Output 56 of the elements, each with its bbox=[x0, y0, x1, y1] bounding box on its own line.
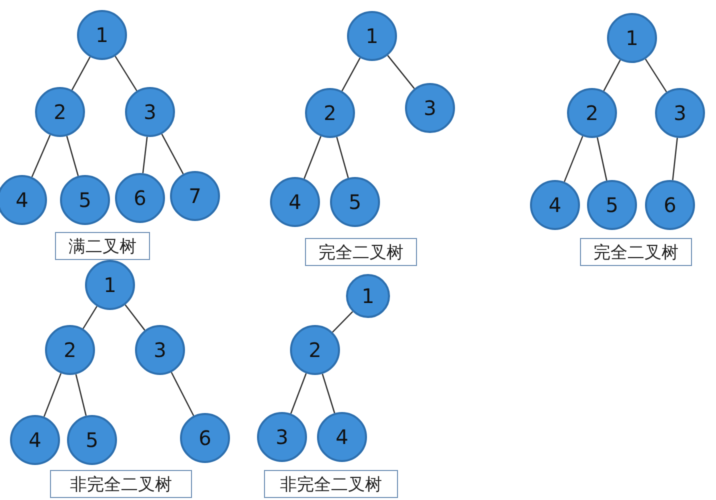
tree-node-circle: 4 bbox=[10, 415, 60, 465]
tree-edge bbox=[387, 55, 415, 89]
tree-edge bbox=[142, 136, 148, 174]
tree-node-circle: 2 bbox=[45, 325, 95, 375]
tree-edge bbox=[564, 136, 584, 182]
tree-node-circle: 3 bbox=[125, 87, 175, 137]
tree-node-circle: 3 bbox=[655, 88, 705, 138]
tree-caption: 非完全二叉树 bbox=[50, 470, 192, 498]
tree-node-circle: 2 bbox=[35, 87, 85, 137]
tree-edge bbox=[644, 58, 668, 92]
tree-edge bbox=[304, 136, 322, 179]
tree-caption: 完全二叉树 bbox=[580, 238, 692, 266]
tree-node-circle: 6 bbox=[645, 180, 695, 230]
tree-node-circle: 1 bbox=[346, 274, 390, 318]
tree-node-circle: 4 bbox=[270, 177, 320, 227]
tree-node-circle: 6 bbox=[180, 413, 230, 463]
tree-edge bbox=[170, 372, 194, 416]
tree-node-circle: 4 bbox=[530, 180, 580, 230]
tree-node-circle: 1 bbox=[607, 13, 657, 63]
tree-edge bbox=[336, 136, 349, 178]
tree-edge bbox=[43, 373, 62, 417]
tree-caption: 完全二叉树 bbox=[305, 238, 417, 266]
tree-edge bbox=[161, 134, 184, 174]
tree-node-circle: 5 bbox=[330, 177, 380, 227]
tree-edge bbox=[332, 311, 354, 333]
tree-edge bbox=[290, 373, 307, 414]
tree-node-circle: 1 bbox=[85, 260, 135, 310]
tree-node-circle: 5 bbox=[67, 415, 117, 465]
tree-node-circle: 2 bbox=[290, 325, 340, 375]
tree-node-circle: 2 bbox=[305, 88, 355, 138]
tree-edge bbox=[603, 60, 621, 92]
tree-edge bbox=[66, 136, 79, 176]
tree-node-circle: 1 bbox=[77, 10, 127, 60]
tree-node-circle: 3 bbox=[405, 83, 455, 133]
tree-edge bbox=[114, 56, 138, 92]
tree-node-circle: 2 bbox=[567, 88, 617, 138]
tree-node-circle: 4 bbox=[0, 175, 47, 225]
tree-edge bbox=[341, 58, 361, 92]
tree-node-circle: 5 bbox=[587, 180, 637, 230]
tree-node-circle: 6 bbox=[115, 173, 165, 223]
tree-edge bbox=[82, 306, 98, 330]
tree-node-circle: 3 bbox=[257, 412, 307, 462]
tree-node-circle: 5 bbox=[60, 175, 110, 225]
tree-node-circle: 1 bbox=[347, 11, 397, 61]
tree-edge bbox=[31, 134, 51, 178]
tree-edge bbox=[672, 138, 678, 180]
tree-edge bbox=[124, 304, 146, 331]
tree-edge bbox=[322, 374, 336, 414]
tree-edge bbox=[596, 137, 608, 181]
tree-caption: 非完全二叉树 bbox=[264, 470, 398, 498]
tree-edge bbox=[71, 56, 91, 90]
tree-node-circle: 7 bbox=[170, 171, 220, 221]
tree-node-circle: 3 bbox=[135, 325, 185, 375]
tree-caption: 满二叉树 bbox=[55, 232, 150, 260]
tree-node-circle: 4 bbox=[317, 412, 367, 462]
tree-edge bbox=[75, 374, 87, 416]
